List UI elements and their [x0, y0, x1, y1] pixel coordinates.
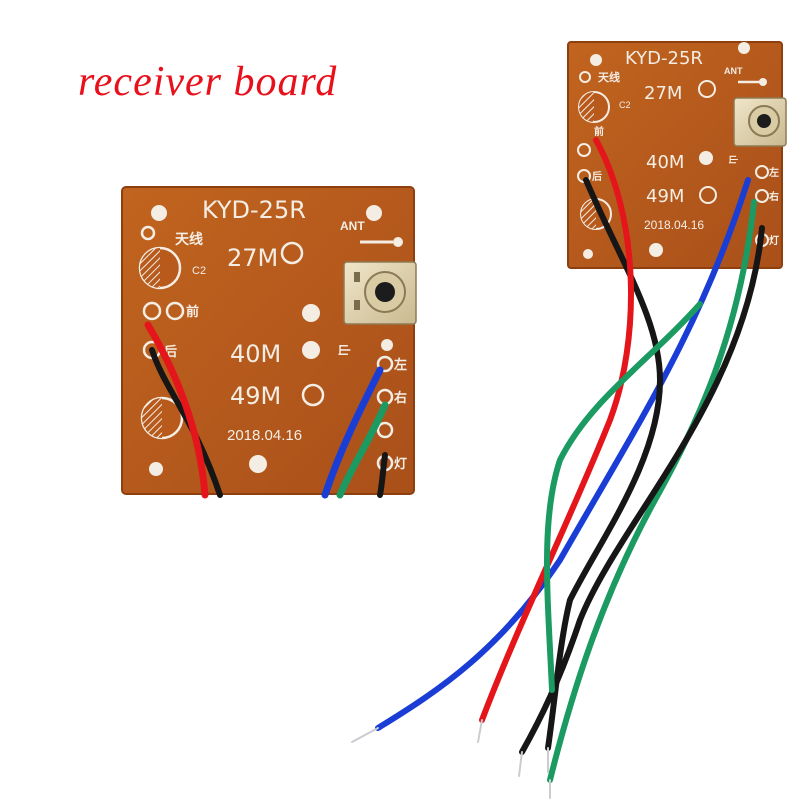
c2-label-left: C2: [192, 265, 206, 277]
forward-label-left: 前: [186, 304, 199, 319]
c2-label-right: C2: [619, 100, 631, 110]
model-label-left: KYD-25R: [202, 196, 306, 224]
caption-receiver-board: receiver board: [78, 59, 338, 105]
freq-40-right: 40M: [646, 152, 684, 173]
date-label-right: 2018.04.16: [644, 218, 704, 232]
model-label-right: KYD-25R: [625, 48, 703, 69]
left-label-right: 左: [768, 166, 779, 179]
potentiometer-left: [343, 261, 417, 325]
freq-27-right: 27M: [644, 83, 682, 104]
right-label-left: 右: [393, 390, 407, 405]
left-label-left: 左: [394, 357, 407, 372]
right-label-right: 右: [768, 190, 779, 203]
pads-right: [577, 42, 769, 259]
ant-label-right: ANT: [724, 66, 743, 76]
antenna-cn-label-left: 天线: [175, 231, 203, 247]
wires-right: [351, 137, 765, 799]
antenna-cn-label-right: 天线: [598, 70, 620, 84]
back-label-right: 后: [592, 170, 602, 183]
freq-27-left: 27M: [227, 244, 278, 272]
rotated-label-left: 山: [337, 344, 352, 356]
freq-49-right: 49M: [646, 186, 684, 207]
ant-label-left: ANT: [340, 219, 365, 233]
freq-40-left: 40M: [230, 340, 281, 368]
potentiometer-right: [733, 97, 787, 147]
forward-label-right: 前: [594, 125, 604, 138]
light-label-right: 灯: [769, 234, 779, 247]
light-label-left: 灯: [394, 456, 407, 471]
rotated-label-right: 山: [728, 155, 739, 164]
date-label-left: 2018.04.16: [227, 427, 302, 444]
capacitor-symbols-left: [138, 246, 184, 440]
wires-left: [144, 321, 389, 499]
freq-49-left: 49M: [230, 382, 281, 410]
receiver-board-left: KYD-25R ANT 天线 C2 27M 40M 49M 2018.04.16…: [121, 186, 417, 499]
